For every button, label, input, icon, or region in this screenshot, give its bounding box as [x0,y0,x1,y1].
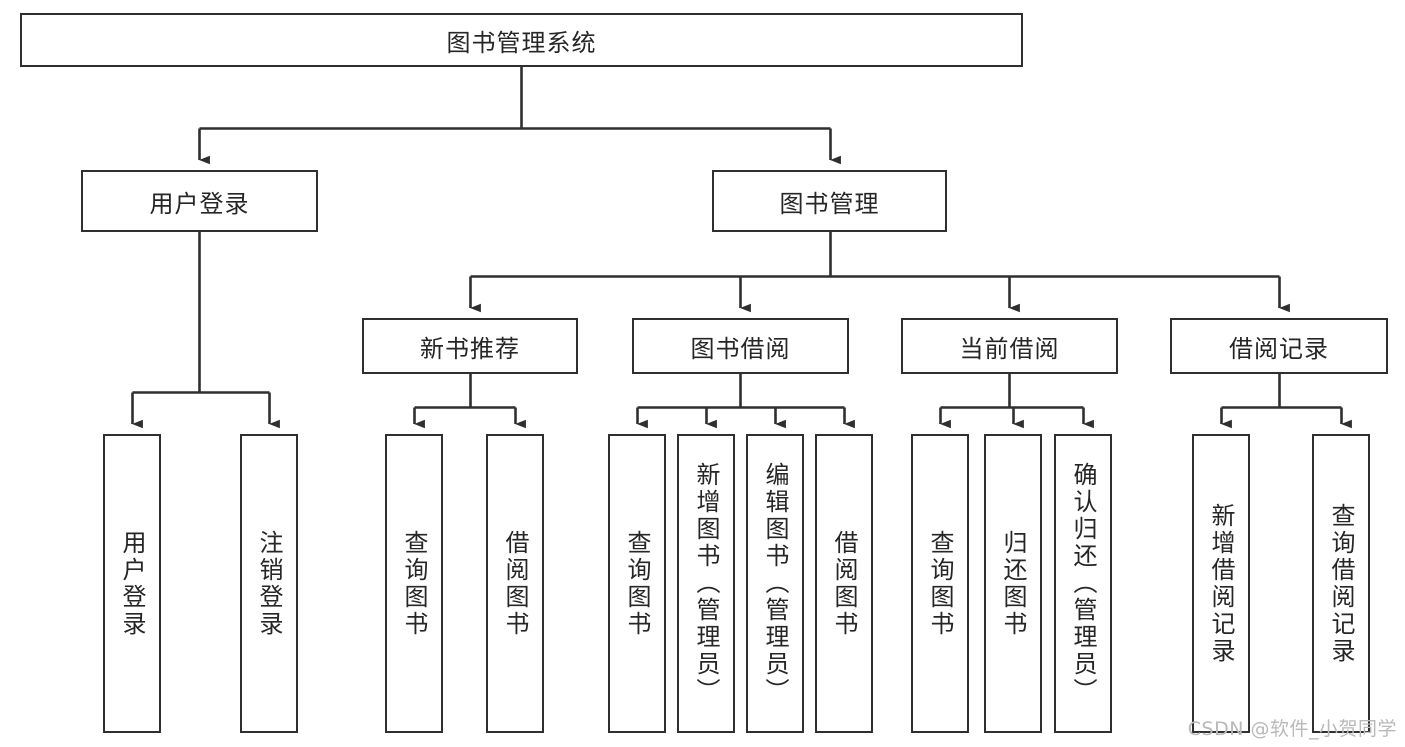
node-book-borrow-label: 图书借阅 [690,334,791,363]
node-leaf-query-book-2[interactable]: 查询图书 [608,434,666,733]
node-new-book-recommend[interactable]: 新书推荐 [362,318,578,374]
node-leaf-edit-book-label: 编辑图书（管理员） [761,462,789,705]
node-root-label: 图书管理系统 [446,28,597,57]
node-leaf-logout-label: 注销登录 [255,529,283,638]
watermark-text: CSDN @软件_小贺同学 [1187,718,1397,740]
node-leaf-add-book-label: 新增图书（管理员） [692,462,720,705]
node-leaf-borrow-book-1-label: 借阅图书 [501,529,529,638]
node-leaf-query-book-3-label: 查询图书 [926,529,954,638]
node-leaf-borrow-book-2[interactable]: 借阅图书 [815,434,873,733]
node-leaf-query-book-1-label: 查询图书 [400,529,428,638]
node-leaf-return-book-label: 归还图书 [999,529,1027,638]
node-leaf-query-book-3[interactable]: 查询图书 [911,434,969,733]
node-leaf-query-record-label: 查询借阅记录 [1327,502,1355,665]
node-current-borrow-label: 当前借阅 [959,334,1060,363]
node-book-management[interactable]: 图书管理 [712,170,947,232]
node-leaf-query-book-2-label: 查询图书 [623,529,651,638]
node-borrow-record-label: 借阅记录 [1229,334,1329,363]
node-leaf-edit-book[interactable]: 编辑图书（管理员） [746,434,804,733]
node-leaf-return-book[interactable]: 归还图书 [984,434,1042,733]
node-leaf-add-record-label: 新增借阅记录 [1207,502,1235,665]
node-leaf-logout[interactable]: 注销登录 [240,434,298,733]
node-root[interactable]: 图书管理系统 [20,13,1023,67]
node-leaf-borrow-book-1[interactable]: 借阅图书 [486,434,544,733]
node-leaf-confirm-return-label: 确认归还（管理员） [1069,462,1097,705]
node-leaf-add-record[interactable]: 新增借阅记录 [1192,434,1250,733]
node-leaf-user-login-label: 用户登录 [118,529,146,638]
node-current-borrow[interactable]: 当前借阅 [901,318,1118,374]
node-borrow-record[interactable]: 借阅记录 [1170,318,1388,374]
node-user-login-label: 用户登录 [149,189,250,218]
node-leaf-user-login[interactable]: 用户登录 [103,434,161,733]
node-leaf-add-book[interactable]: 新增图书（管理员） [677,434,735,733]
node-leaf-query-book-1[interactable]: 查询图书 [385,434,443,733]
node-leaf-confirm-return[interactable]: 确认归还（管理员） [1054,434,1112,733]
node-leaf-borrow-book-2-label: 借阅图书 [830,529,858,638]
node-book-management-label: 图书管理 [779,189,880,218]
node-leaf-query-record[interactable]: 查询借阅记录 [1312,434,1370,733]
node-user-login[interactable]: 用户登录 [81,170,318,232]
node-book-borrow[interactable]: 图书借阅 [632,318,849,374]
node-new-book-recommend-label: 新书推荐 [420,334,520,363]
